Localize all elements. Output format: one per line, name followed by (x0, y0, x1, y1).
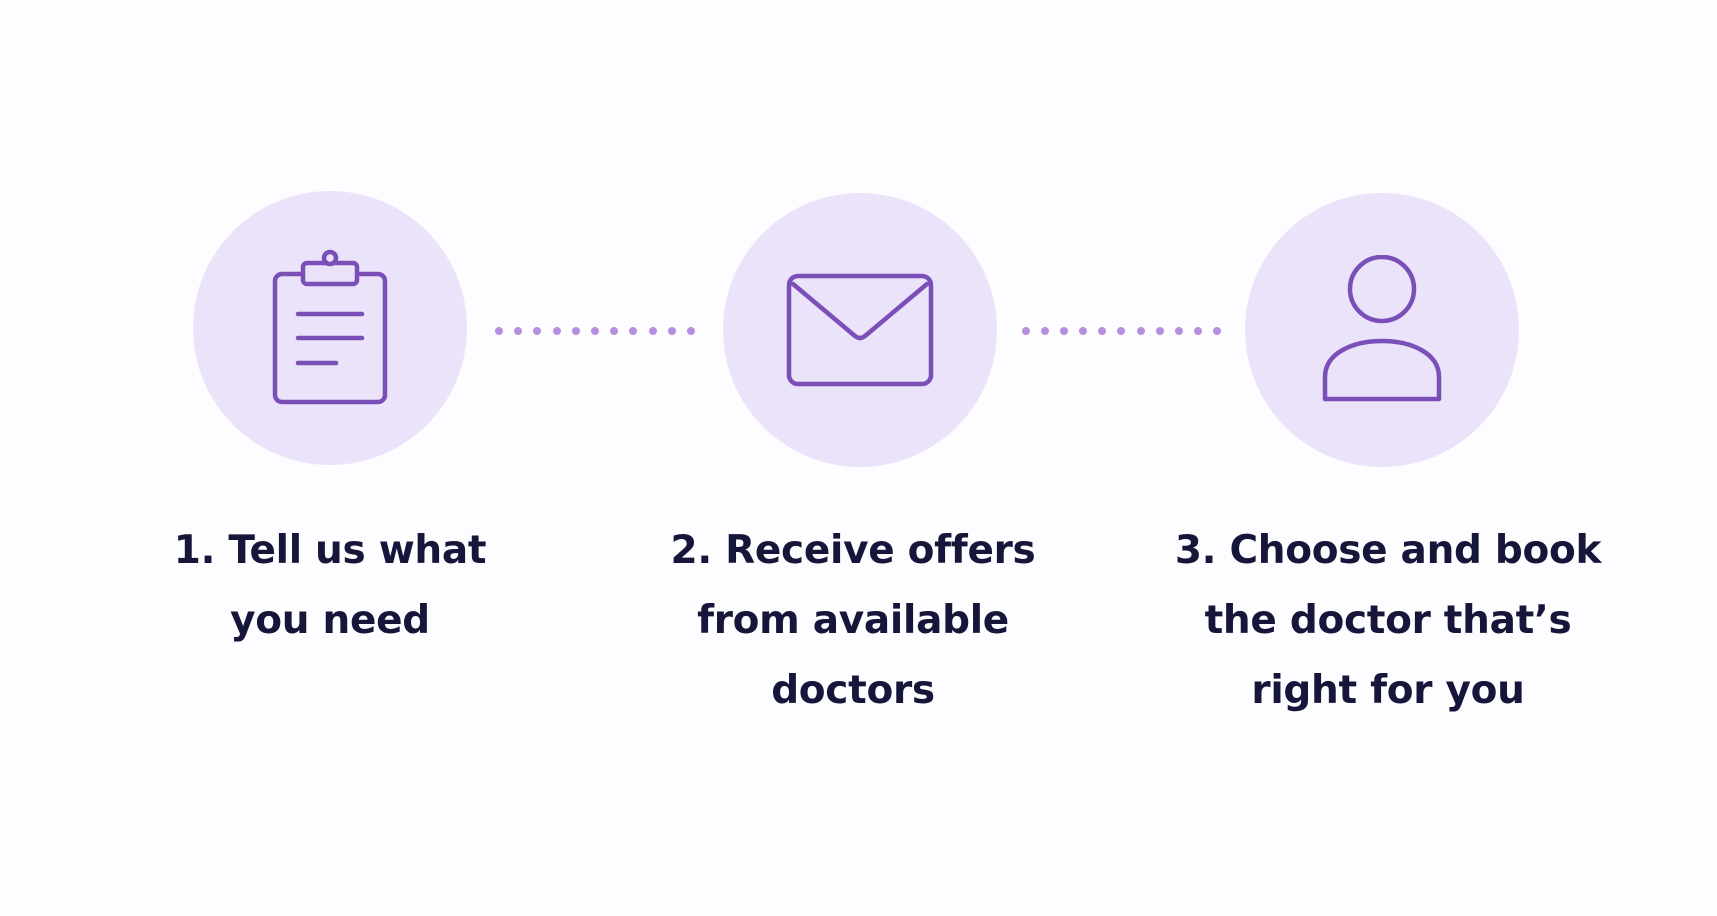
step-3-label: 3. Choose and book the doctor that’s rig… (1174, 528, 1602, 713)
step-2-icon-circle (723, 193, 997, 467)
step-1-label: 1. Tell us what you need (173, 528, 487, 643)
envelope-icon (786, 273, 934, 387)
step-connector-1 (495, 326, 695, 336)
clipboard-icon (272, 249, 388, 405)
step-3-icon-circle (1245, 193, 1519, 467)
step-2-label: 2. Receive offers from available doctors (670, 528, 1036, 713)
user-icon (1322, 255, 1442, 402)
step-connector-2 (1022, 326, 1221, 336)
step-1-icon-circle (193, 191, 467, 465)
